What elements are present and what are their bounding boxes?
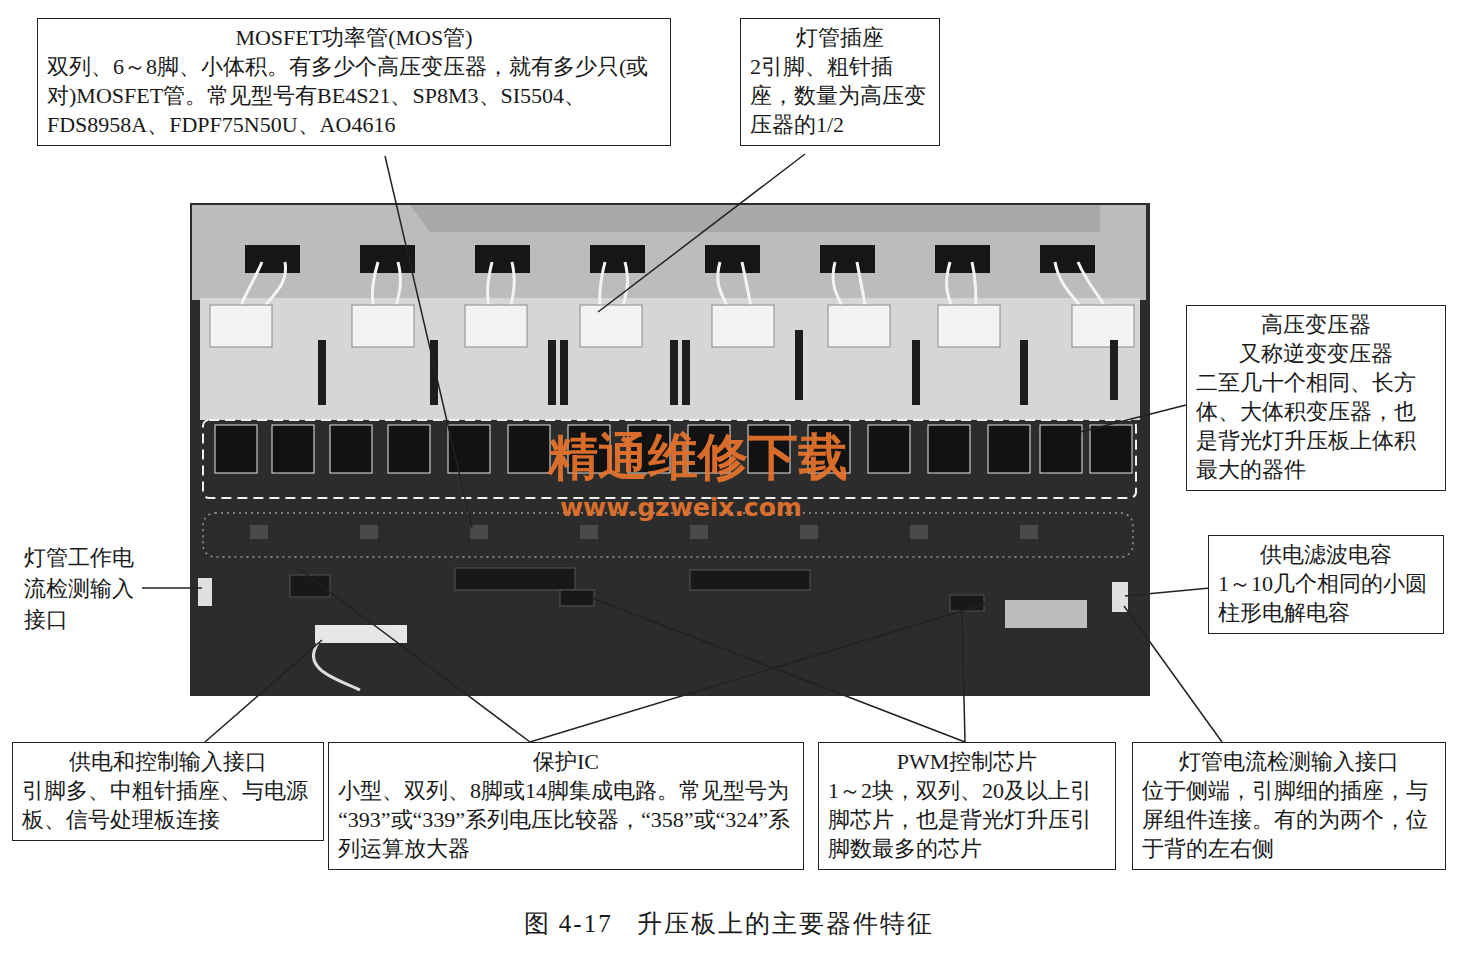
callout-heading: MOSFET功率管(MOS管) xyxy=(47,23,661,52)
metal-ridge xyxy=(410,205,1100,232)
callout-body: 小型、双列、8脚或14脚集成电路。常见 型号为 “393” 或 “339” 系列… xyxy=(338,776,794,863)
callout-body: 又称逆变变压器 xyxy=(1196,339,1436,368)
mosfet-callout: MOSFET功率管(MOS管)双列、6～8脚、小体积。有多少个高压变压器， 就有… xyxy=(37,18,671,146)
callout-body: 双列、6～8脚、小体积。有多少个高压变压器， 就有多少只(或对)MOSFET管。… xyxy=(47,52,661,139)
upper-board xyxy=(200,298,1140,420)
callout-body: 2引脚、粗针插 座，数量为高压 变压器的1/2 xyxy=(750,52,930,139)
socket-callout: 灯管插座2引脚、粗针插 座，数量为高压 变压器的1/2 xyxy=(740,18,940,146)
transformer-callout: 高压变压器又称逆变变压器二至几十个相同、长 方体、大体积变压器， 也是背光灯升压… xyxy=(1186,305,1446,491)
lamp-slots xyxy=(245,245,1095,273)
transformer-outline xyxy=(203,420,1136,498)
callout-body: 二至几十个相同、长 方体、大体积变压器， 也是背光灯升压板上 体积最大的器件 xyxy=(1196,368,1436,484)
callout-heading: 供电和控制输入接口 xyxy=(22,747,314,776)
callout-heading: PWM控制芯片 xyxy=(828,747,1106,776)
watermark: 精通维修下载 xyxy=(548,428,928,486)
metal-band xyxy=(192,205,1146,300)
figure-caption: 图 4-17 升压板上的主要器件特征 xyxy=(0,908,1458,940)
callout-body: 1～2块，双列、20及以上 引脚芯片，也是背光灯升 压引脚数最多的芯片 xyxy=(828,776,1106,863)
callout-heading: 保护IC xyxy=(338,747,794,776)
ics xyxy=(290,568,984,611)
input-cable xyxy=(313,643,360,690)
callout-heading: 供电滤波电容 xyxy=(1218,540,1434,569)
left-connector xyxy=(198,578,212,606)
board-sticker xyxy=(1005,600,1087,628)
callout-body: 1～10几个相同的 小圆柱形电解电容 xyxy=(1218,569,1434,627)
sense-port-label: 灯管工作 电流检测 输入接口 xyxy=(24,542,136,635)
callout-heading: 高压变压器 xyxy=(1196,310,1436,339)
watermark-url: www.gzweix.com xyxy=(560,493,920,523)
protection-ic-callout: 保护IC小型、双列、8脚或14脚集成电路。常见 型号为 “393” 或 “339… xyxy=(328,742,804,870)
hv-capacitors xyxy=(318,330,1118,405)
callout-heading: 灯管插座 xyxy=(750,23,930,52)
callout-body: 位于侧端，引脚细的插座， 与屏组件连接。有的为两 个，位于背的左右侧 xyxy=(1142,776,1436,863)
callout-heading: 灯管电流检测输入接口 xyxy=(1142,747,1436,776)
pwm-callout: PWM控制芯片1～2块，双列、20及以上 引脚芯片，也是背光灯升 压引脚数最多的… xyxy=(818,742,1116,870)
capacitor-callout: 供电滤波电容1～10几个相同的 小圆柱形电解电容 xyxy=(1208,535,1444,634)
mosfet-chips xyxy=(250,525,1038,539)
board-frame xyxy=(190,203,1150,696)
sense-callout: 灯管电流检测输入接口位于侧端，引脚细的插座， 与屏组件连接。有的为两 个，位于背… xyxy=(1132,742,1446,870)
leader-lines xyxy=(142,154,1222,742)
input-callout: 供电和控制输入接口引脚多、中粗针插座、与 电源板、信号处理板连接 xyxy=(12,742,324,841)
callout-body: 引脚多、中粗针插座、与 电源板、信号处理板连接 xyxy=(22,776,314,834)
